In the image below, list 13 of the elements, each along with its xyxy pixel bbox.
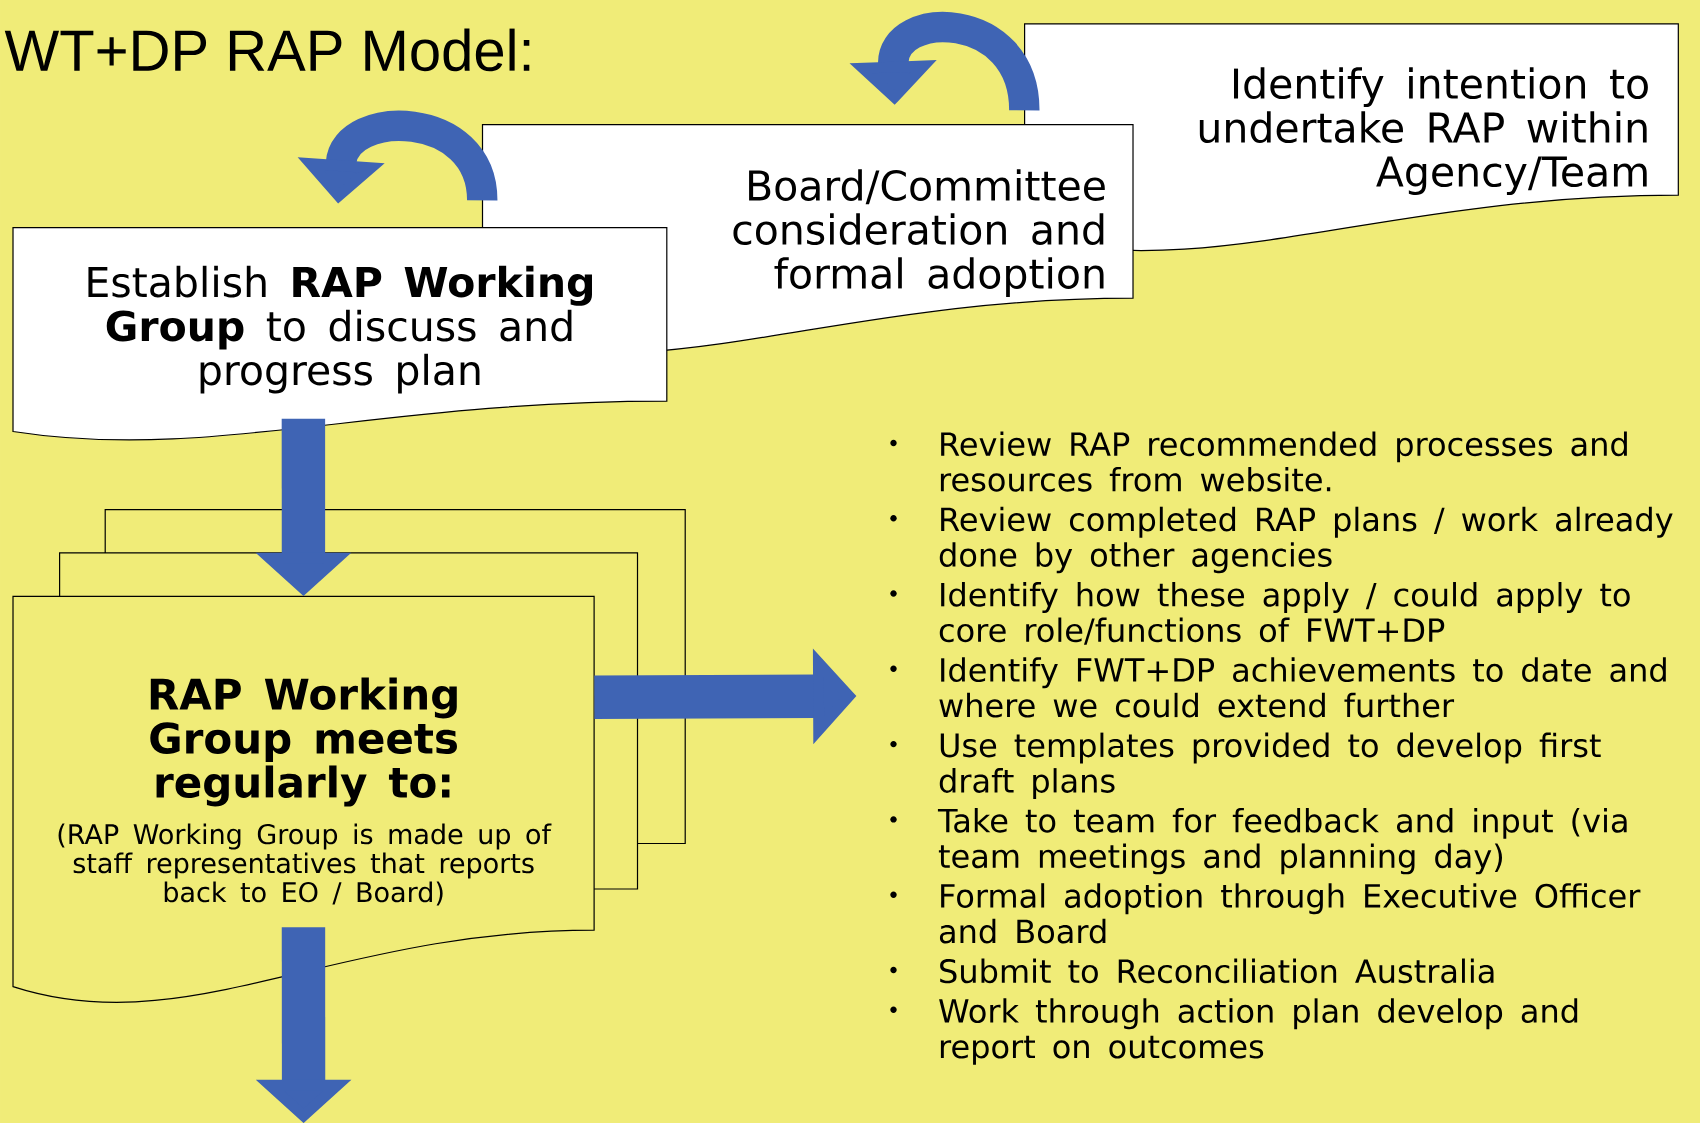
node-label: Identify FWT+DP achievements to date and where we could extend further bbox=[939, 657, 1666, 718]
node-label: Use templates provided to develop first draft plans bbox=[939, 732, 1601, 800]
document-stack: RAP Working Group meets regularly to: (RAP Working Group is made up of staff representatives that reports back to EO / Board) bbox=[12, 509, 686, 1003]
node-label: Review completed RAP plans / work already done by other agencies bbox=[939, 506, 1673, 574]
node-label: Formal adoption through Executive Officer and Board bbox=[939, 883, 1641, 944]
node-label: Review RAP recommended processes and resources from website. bbox=[940, 431, 1627, 492]
node-label: Identify how these apply / could apply to core role/functions of FWT+DP bbox=[939, 582, 1630, 645]
title: WT+DP RAP Model: bbox=[4, 28, 530, 72]
node-label: Work through action plan develop and report on outcomes bbox=[939, 998, 1578, 1065]
node-label: Submit to Reconciliation Australia bbox=[940, 958, 1494, 984]
document-box: Establish RAP Working Group to discuss and progress plan bbox=[12, 227, 668, 441]
bullet-list: Review RAP recommended processes and resources from website. Review completed RAP plans / work already done by other agencies Identify how these apply / could apply to core role/functions of FWT+DP Identify FWT+DP achievements to date and where we could extend further Use templates provided to develop first draft plans Take to team for feedback and input (via team meetings and planning day) Formal adoption through Executive Officer and Board Submit to Reconciliation Australia Work through action plan develop and report on outcomes bbox=[890, 431, 1673, 1065]
node-label: Take to team for feedback and input (via team meetings and planning day) bbox=[937, 807, 1627, 875]
